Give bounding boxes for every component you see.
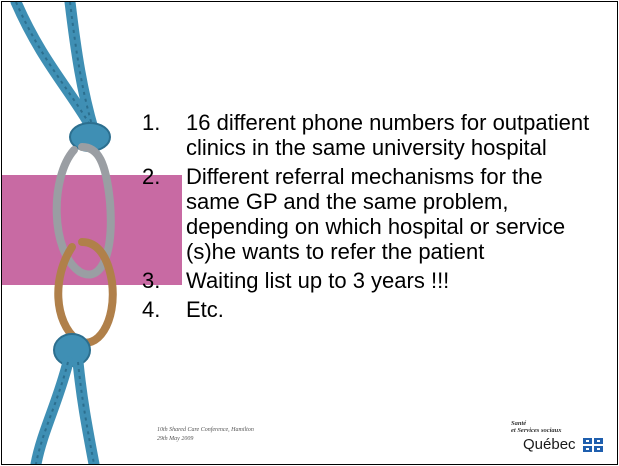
- list-item-number: 4.: [142, 297, 161, 322]
- logo-line-sante: Santé: [511, 420, 527, 427]
- list-item-number: 3.: [142, 268, 161, 293]
- list-item: 4. Etc.: [142, 297, 602, 322]
- logo-line-services: et Services sociaux: [511, 427, 562, 434]
- list-item: 1. 16 different phone numbers for outpat…: [142, 110, 602, 160]
- footer-note: 10th Shared Care Conference, Hamilton 29…: [157, 426, 254, 444]
- pink-band: [2, 175, 182, 285]
- list-item-text: Different referral mechanisms for the sa…: [186, 164, 566, 264]
- quebec-flag-icon: [583, 438, 603, 452]
- list-item: 2. Different referral mechanisms for the…: [142, 164, 602, 264]
- list-item-text: 16 different phone numbers for outpatien…: [186, 110, 590, 160]
- logo-line-quebec: Québec: [523, 436, 576, 453]
- rope-carabiner-illustration: [10, 2, 117, 464]
- list-item-number: 2.: [142, 164, 161, 189]
- footer-date: 29th May 2009: [157, 436, 194, 442]
- list-item: 3. Waiting list up to 3 years !!!: [142, 268, 602, 293]
- sante-quebec-logo: Santé et Services sociaux Québec: [503, 418, 603, 454]
- list-item-text: Waiting list up to 3 years !!!: [186, 268, 450, 293]
- list-item-number: 1.: [142, 110, 161, 135]
- numbered-list: 1. 16 different phone numbers for outpat…: [142, 110, 602, 326]
- list-item-text: Etc.: [186, 297, 224, 322]
- footer-conference: 10th Shared Care Conference, Hamilton: [157, 427, 254, 433]
